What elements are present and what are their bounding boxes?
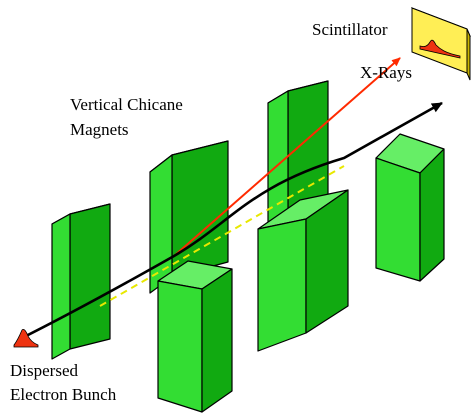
magnet-back-left <box>51 203 111 360</box>
magnet-front-left-short <box>157 260 233 413</box>
magnets-label-line1: Vertical Chicane <box>70 95 183 114</box>
bunch-label-line1: Dispersed <box>10 361 78 380</box>
magnet-back-right <box>267 80 329 230</box>
electron-bunch-profile <box>13 328 39 348</box>
magnet-front-center-tall <box>257 189 349 352</box>
xrays-label: X-Rays <box>360 63 412 82</box>
scintillator-label: Scintillator <box>312 20 388 39</box>
bunch-label-line2: Electron Bunch <box>10 385 117 404</box>
scintillator-spot-profile <box>419 39 461 59</box>
xray-beam-arrow <box>173 57 401 257</box>
scintillator-screen <box>411 7 471 81</box>
magnet-front-right-tall <box>375 133 445 282</box>
magnets-label-line2: Magnets <box>70 120 129 139</box>
reference-path-line <box>99 165 345 307</box>
magnet-back-center <box>149 140 229 294</box>
electron-trajectory-arrow <box>17 101 443 342</box>
